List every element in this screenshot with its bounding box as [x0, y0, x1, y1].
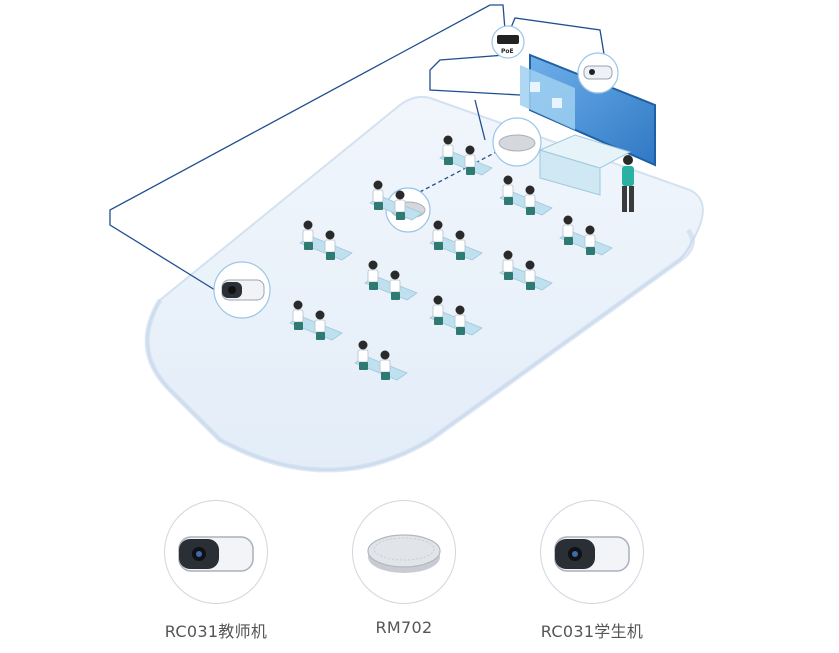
interactive-display [520, 53, 656, 167]
product-student-camera: RC031学生机 [502, 500, 682, 642]
student-groups [289, 135, 613, 381]
student-desk-group [429, 220, 483, 261]
camera-icon [540, 500, 644, 604]
student-desk-group [439, 135, 493, 176]
student-desk-group [369, 180, 423, 221]
teacher-camera-callout [213, 261, 271, 319]
svg-text:PoE: PoE [501, 48, 514, 55]
product-label: RC031学生机 [540, 622, 644, 641]
student-desk-group [364, 260, 418, 301]
student-desk-group [429, 295, 483, 336]
teacher-figure [622, 155, 634, 212]
student-desk-group [499, 175, 553, 216]
student-desk-group [559, 215, 613, 256]
poe-switch: PoE [491, 25, 525, 59]
ceiling-mic-callout-1 [492, 117, 542, 167]
student-camera-callout [577, 52, 619, 94]
teacher-podium [538, 134, 632, 196]
camera-icon [164, 500, 268, 604]
student-desk-group [299, 220, 353, 261]
product-teacher-camera: RC031教师机 [126, 500, 306, 642]
student-desk-group [289, 300, 343, 341]
product-label: RC031教师机 [164, 622, 268, 641]
classroom-diagram: PoE [109, 4, 704, 473]
product-microphone: RM702 [314, 500, 494, 637]
student-desk-group [499, 250, 553, 291]
product-label: RM702 [375, 618, 433, 637]
microphone-icon [352, 500, 456, 604]
student-desk-group [354, 340, 408, 381]
